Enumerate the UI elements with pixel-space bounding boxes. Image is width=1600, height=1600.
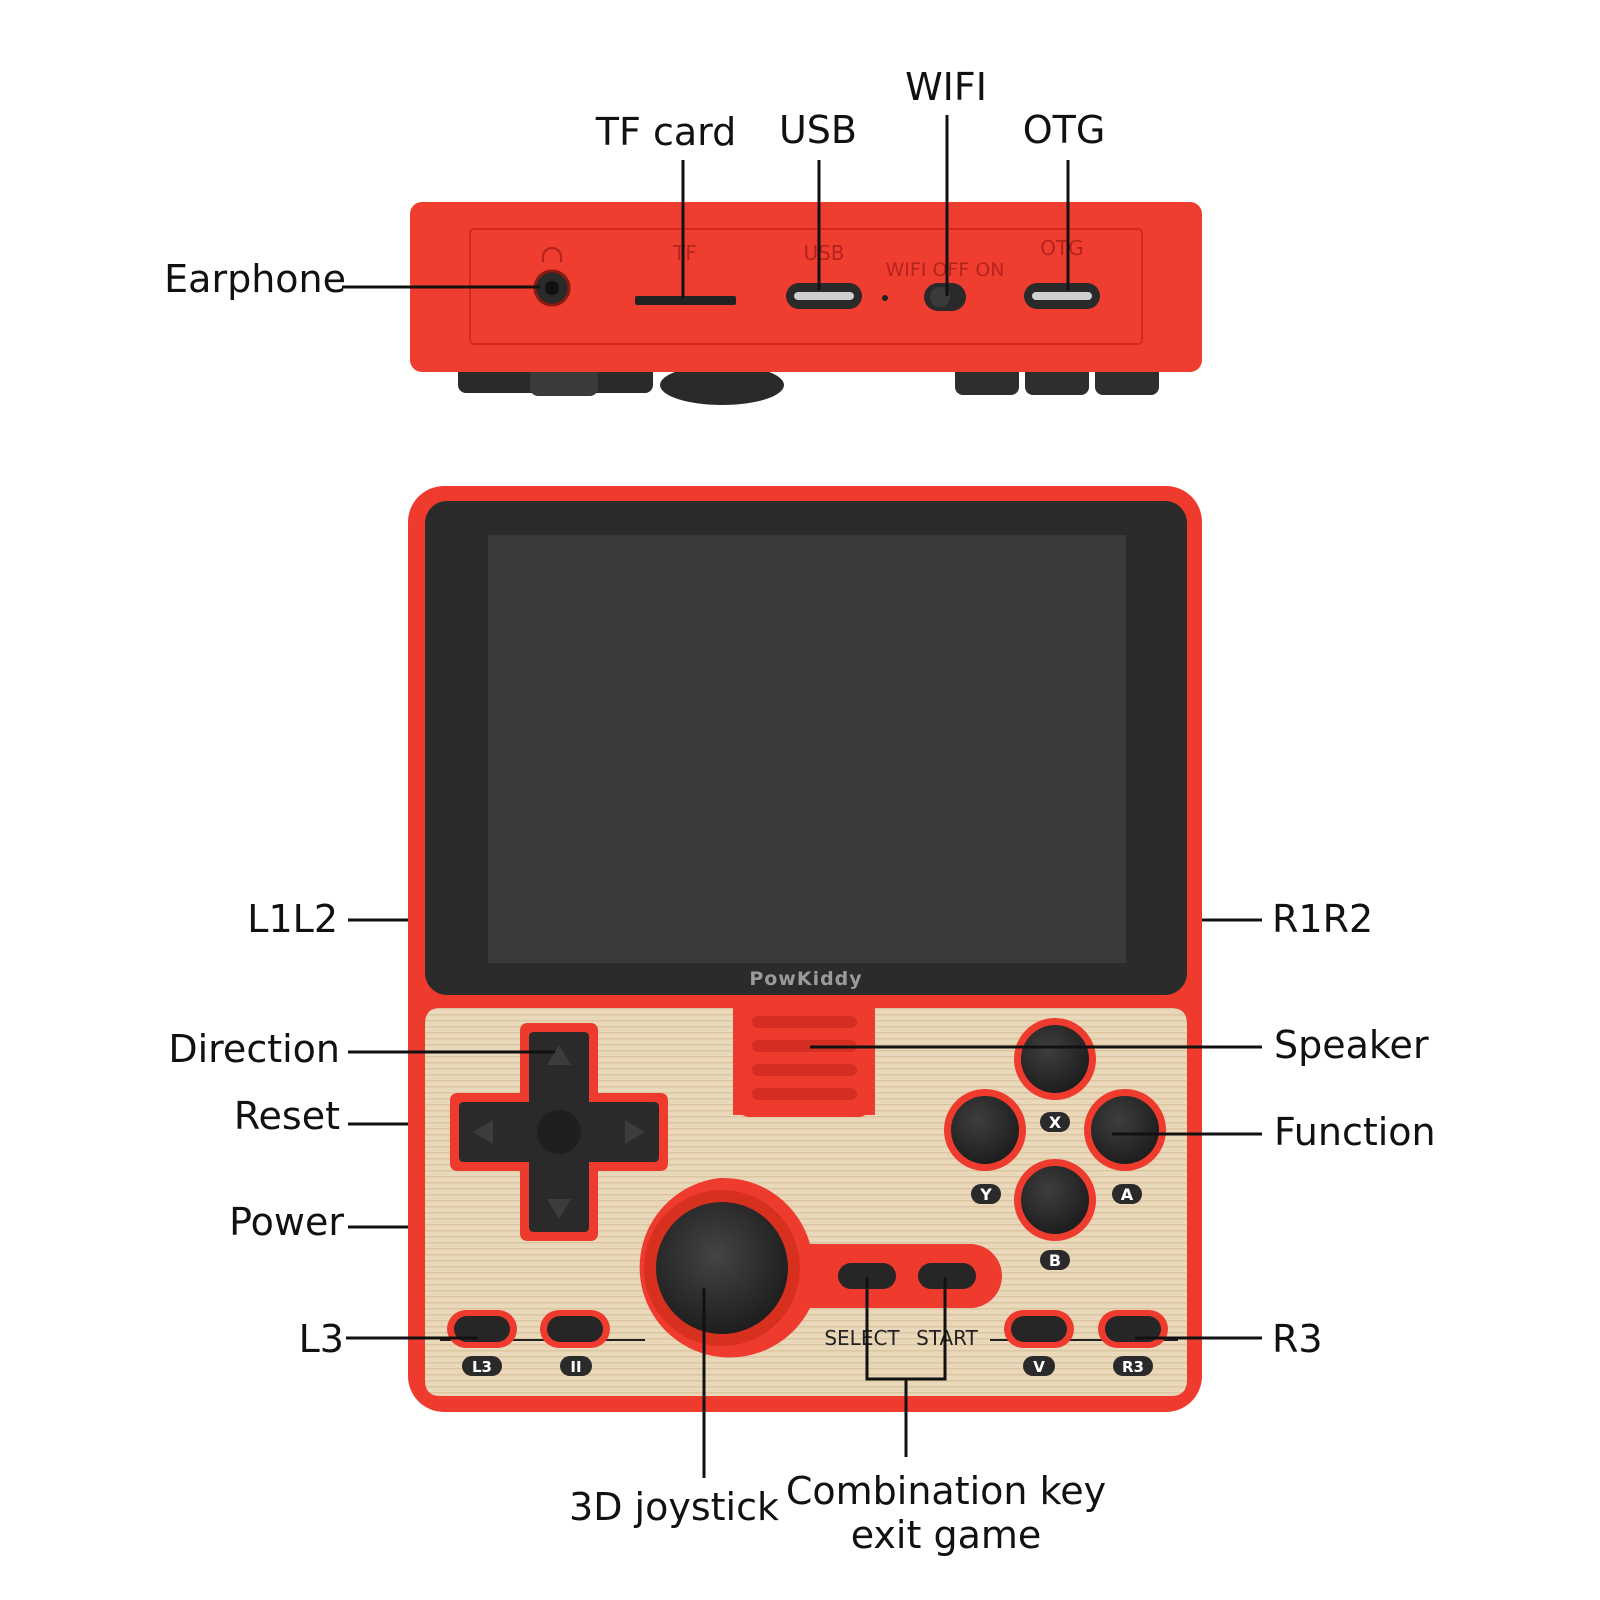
combination-key-line2: exit game <box>850 1512 1042 1557</box>
speaker-label: Speaker <box>1274 1023 1429 1067</box>
speaker-grille <box>752 1016 857 1100</box>
b-badge-text: B <box>1049 1251 1061 1270</box>
r3-label: R3 <box>1272 1317 1323 1361</box>
down-arrow-icon <box>547 1199 571 1219</box>
up-arrow-icon <box>547 1045 571 1065</box>
y-badge <box>971 1184 1001 1204</box>
usb-engraving: USB <box>803 241 844 265</box>
start-label: START <box>916 1326 978 1350</box>
left-arrow-icon <box>473 1120 493 1144</box>
3d-joystick <box>656 1202 788 1334</box>
reset-label: Reset <box>233 1094 340 1138</box>
l3-label: L3 <box>298 1317 344 1361</box>
b-badge <box>1040 1250 1070 1270</box>
front-view: PowKiddy SELECT START <box>408 486 1202 1412</box>
earphone-label: Earphone <box>164 257 346 301</box>
pause-button <box>547 1316 603 1342</box>
start-button <box>918 1263 976 1289</box>
brand-logo: PowKiddy <box>749 968 862 990</box>
select-button <box>838 1263 896 1289</box>
x-badge-text: X <box>1049 1113 1062 1132</box>
usb-label: USB <box>778 108 858 152</box>
pause-badge <box>560 1356 592 1376</box>
l3-button <box>454 1316 510 1342</box>
wifi-label: WIFI <box>905 65 987 109</box>
direction-label: Direction <box>168 1027 340 1071</box>
face-buttons: X Y A B <box>944 1018 1166 1270</box>
combination-key-label: Combination key exit game <box>785 1469 1107 1557</box>
select-label: SELECT <box>824 1326 900 1350</box>
combination-key-line1: Combination key <box>785 1469 1107 1513</box>
screen <box>488 535 1126 963</box>
v-badge-text: V <box>1033 1358 1045 1376</box>
indicator-dot <box>882 295 888 301</box>
r1r2-label: R1R2 <box>1272 897 1374 941</box>
function-label: Function <box>1274 1110 1436 1154</box>
x-button <box>1021 1025 1089 1093</box>
l1l2-label: L1L2 <box>247 897 338 941</box>
callout-lines <box>342 115 1262 1478</box>
b-button <box>1021 1166 1089 1234</box>
l3-badge <box>462 1356 502 1376</box>
bottom-buttons: L3 II V R3 <box>440 1310 1178 1376</box>
pause-badge-text: II <box>570 1358 581 1376</box>
a-badge-text: A <box>1121 1185 1134 1204</box>
wifi-switch-engraving: WIFI OFF ON <box>886 259 1005 281</box>
r3-badge-text: R3 <box>1122 1358 1144 1376</box>
tf-card-slot <box>635 296 736 305</box>
otg-label: OTG <box>1022 108 1106 152</box>
a-button <box>1091 1096 1159 1164</box>
v-badge <box>1023 1356 1055 1376</box>
v-button <box>1011 1316 1067 1342</box>
headphone-icon <box>541 246 563 262</box>
otg-engraving: OTG <box>1040 236 1083 260</box>
combination-callout-line <box>865 1277 947 1457</box>
joystick-label: 3D joystick <box>569 1485 779 1529</box>
top-view: TF USB WIFI OFF ON OTG <box>410 202 1202 405</box>
joystick-bottom-edge <box>660 365 784 405</box>
r3-button <box>1105 1316 1161 1342</box>
a-badge <box>1112 1184 1142 1204</box>
l3-badge-text: L3 <box>472 1358 492 1376</box>
r3-badge <box>1113 1356 1153 1376</box>
y-button <box>951 1096 1019 1164</box>
power-label: Power <box>229 1200 344 1244</box>
dpad-center <box>537 1110 581 1154</box>
y-badge-text: Y <box>979 1185 992 1204</box>
x-badge <box>1040 1112 1070 1132</box>
tf-card-label: TF card <box>595 110 737 154</box>
right-arrow-icon <box>625 1120 645 1144</box>
